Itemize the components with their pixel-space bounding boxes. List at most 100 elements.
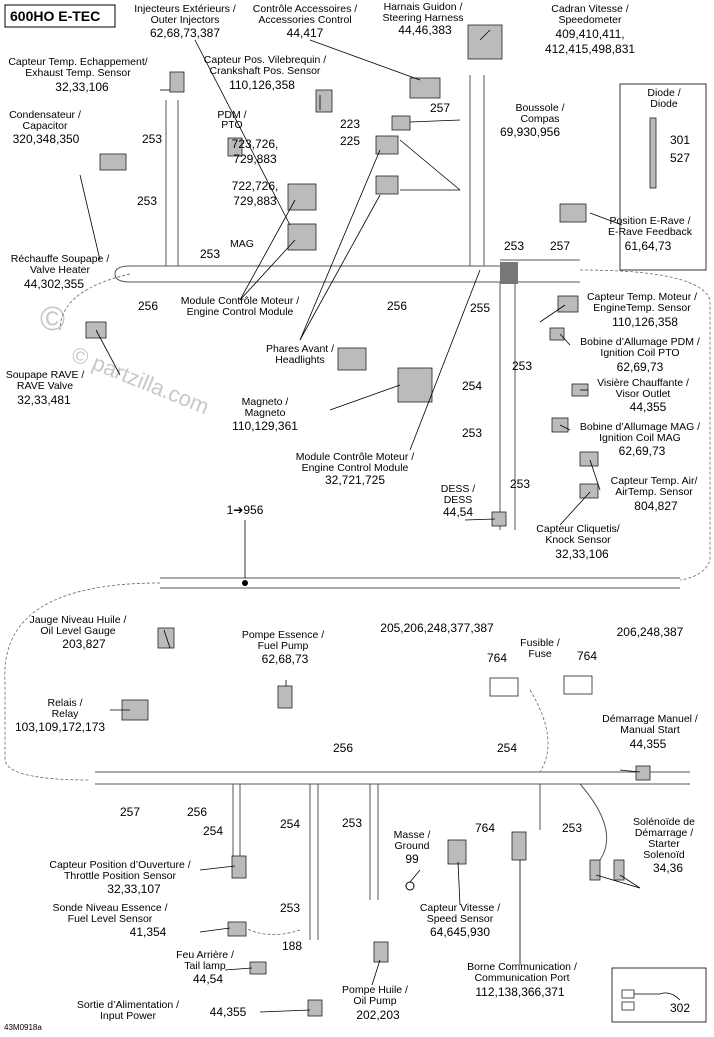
magneto-connector — [397, 367, 433, 403]
solenoid-refs: 34,36 — [653, 861, 683, 875]
input-power-label-fr: Sortie d’Alimentation / — [77, 999, 179, 1011]
relay-label-en: Relay — [52, 708, 80, 720]
coil-pto-label-fr: Bobine d’Allumage PDM / — [580, 336, 700, 348]
compass-label-en: Compas — [520, 113, 559, 125]
tag-256-a: 256 — [138, 299, 158, 313]
solenoid-2 — [613, 859, 625, 881]
magneto-refs: 110,129,361 — [232, 419, 298, 433]
injectors-label-fr: Injecteurs Extérieurs / — [134, 3, 236, 15]
oil-gauge-label-fr: Jauge Niveau Huile / — [30, 614, 127, 626]
valve-heater-refs: 44,302,355 — [24, 277, 84, 291]
accessories-label-fr: Contrôle Accessoires / — [253, 3, 358, 15]
tag-253-a: 253 — [142, 132, 162, 146]
valve-heater-label-en: Valve Heater — [30, 264, 90, 276]
speedometer-refs-2: 412,415,498,831 — [545, 42, 635, 56]
exhaust-temp-connector — [169, 71, 185, 93]
engine-temp-connector — [557, 295, 579, 313]
speedometer-refs-1: 409,410,411, — [555, 27, 624, 41]
knock-label-fr: Capteur Cliquetis/ — [536, 523, 620, 535]
accessories-refs: 44,417 — [287, 26, 324, 40]
accessories-label-en: Accessories Control — [258, 14, 351, 26]
oil-gauge-label-en: Oil Level Gauge — [40, 625, 115, 637]
ecm-connector-2 — [287, 223, 317, 251]
erave-label-fr: Position E-Rave / — [609, 215, 690, 227]
manual-start-label-fr: Démarrage Manuel / — [602, 713, 698, 725]
throttle-label-en: Throttle Position Sensor — [64, 870, 177, 882]
tag-253-g: 253 — [510, 477, 530, 491]
engine-temp-label-fr: Capteur Temp. Moteur / — [587, 291, 697, 303]
capacitor-refs: 320,348,350 — [13, 132, 80, 146]
comm-port-label-en: Communication Port — [474, 972, 569, 984]
relay-refs: 103,109,172,173 — [15, 720, 105, 734]
tag-225: 225 — [340, 134, 360, 148]
input-power-refs: 44,355 — [210, 1005, 247, 1019]
rave-label-en: RAVE Valve — [17, 380, 73, 392]
ecm-bottom-refs: 32,721,725 — [325, 473, 385, 487]
fuel-level-connector — [227, 921, 247, 937]
title-box — [4, 4, 116, 28]
air-temp-label-en: AirTemp. Sensor — [615, 486, 693, 498]
tag-254-b: 254 — [497, 741, 517, 755]
tag-764-a: 764 — [475, 821, 495, 835]
tag-254-d: 254 — [280, 817, 300, 831]
fuel-level-refs: 41,354 — [130, 925, 167, 939]
fuse-1 — [489, 677, 519, 697]
coil-mag-refs: 62,69,73 — [619, 444, 666, 458]
fuse-label-fr: Fusible / — [520, 637, 560, 649]
fuse-label-en: Fuse — [528, 648, 552, 660]
accessories-connector — [409, 77, 441, 99]
ecm-top-label-en: Engine Control Module — [187, 306, 294, 318]
dess-refs: 44,54 — [443, 505, 473, 519]
air-temp-label-fr: Capteur Temp. Air/ — [611, 475, 698, 487]
tag-254-a: 254 — [462, 379, 482, 393]
air-temp-connector — [579, 451, 599, 467]
oil-pump-connector — [373, 941, 389, 963]
tag-257-a: 257 — [430, 101, 450, 115]
speed-sensor-label-fr: Capteur Vitesse / — [420, 902, 500, 914]
manual-start-connector — [635, 765, 651, 781]
tag-253-e: 253 — [512, 359, 532, 373]
watermark-main: © partzilla.com — [68, 341, 213, 419]
ground-label-en: Ground — [394, 840, 429, 852]
inset-302-box — [611, 967, 707, 1023]
ground-label-fr: Masse / — [394, 829, 431, 841]
exhaust-refs: 32,33,106 — [55, 80, 109, 94]
ecm-1-bottom: 729,883 — [233, 152, 277, 166]
coil-pto-connector — [549, 327, 565, 341]
ecm-top-label-fr: Module Contrôle Moteur / — [181, 295, 300, 307]
mag-label: MAG — [230, 238, 254, 250]
speed-sensor-refs: 64,645,930 — [430, 925, 490, 939]
solenoid-label-3: Starter — [648, 838, 680, 850]
top-harness — [59, 75, 711, 581]
speed-sensor-connector — [447, 839, 467, 865]
tail-lamp-label-fr: Feu Arrière / — [176, 949, 234, 961]
tag-253-c: 253 — [504, 239, 524, 253]
tag-256-c: 256 — [333, 741, 353, 755]
rave-refs: 32,33,481 — [17, 393, 71, 407]
speed-sensor-label-en: Speed Sensor — [427, 913, 494, 925]
compass-connector — [391, 115, 411, 131]
tag-256-d: 256 — [187, 805, 207, 819]
input-power-label-en: Input Power — [100, 1010, 157, 1022]
oil-pump-label-en: Oil Pump — [353, 995, 396, 1007]
valve-heater-label-fr: Réchauffe Soupape / — [11, 253, 110, 265]
solenoid-1 — [589, 859, 601, 881]
tag-256-b: 256 — [387, 299, 407, 313]
leader-lines — [79, 29, 641, 1013]
oil-gauge-refs: 203,827 — [62, 637, 106, 651]
diode-box — [619, 83, 707, 271]
speedometer-connector — [467, 24, 503, 60]
magneto-label-fr: Magneto / — [242, 396, 289, 408]
ground-refs: 99 — [405, 852, 419, 866]
solenoid-label-2: Démarrage / — [635, 827, 693, 839]
oil-pump-refs: 202,203 — [356, 1008, 400, 1022]
connector-225 — [375, 175, 399, 195]
erave-refs: 61,64,73 — [625, 239, 672, 253]
tag-188: 188 — [282, 939, 302, 953]
tag-254-c: 254 — [203, 824, 223, 838]
diagram-title: 600HO E-TEC — [10, 8, 100, 24]
tag-255: 255 — [470, 301, 490, 315]
steering-label-en: Steering Harness — [382, 12, 463, 24]
bottom-harness — [95, 689, 690, 940]
